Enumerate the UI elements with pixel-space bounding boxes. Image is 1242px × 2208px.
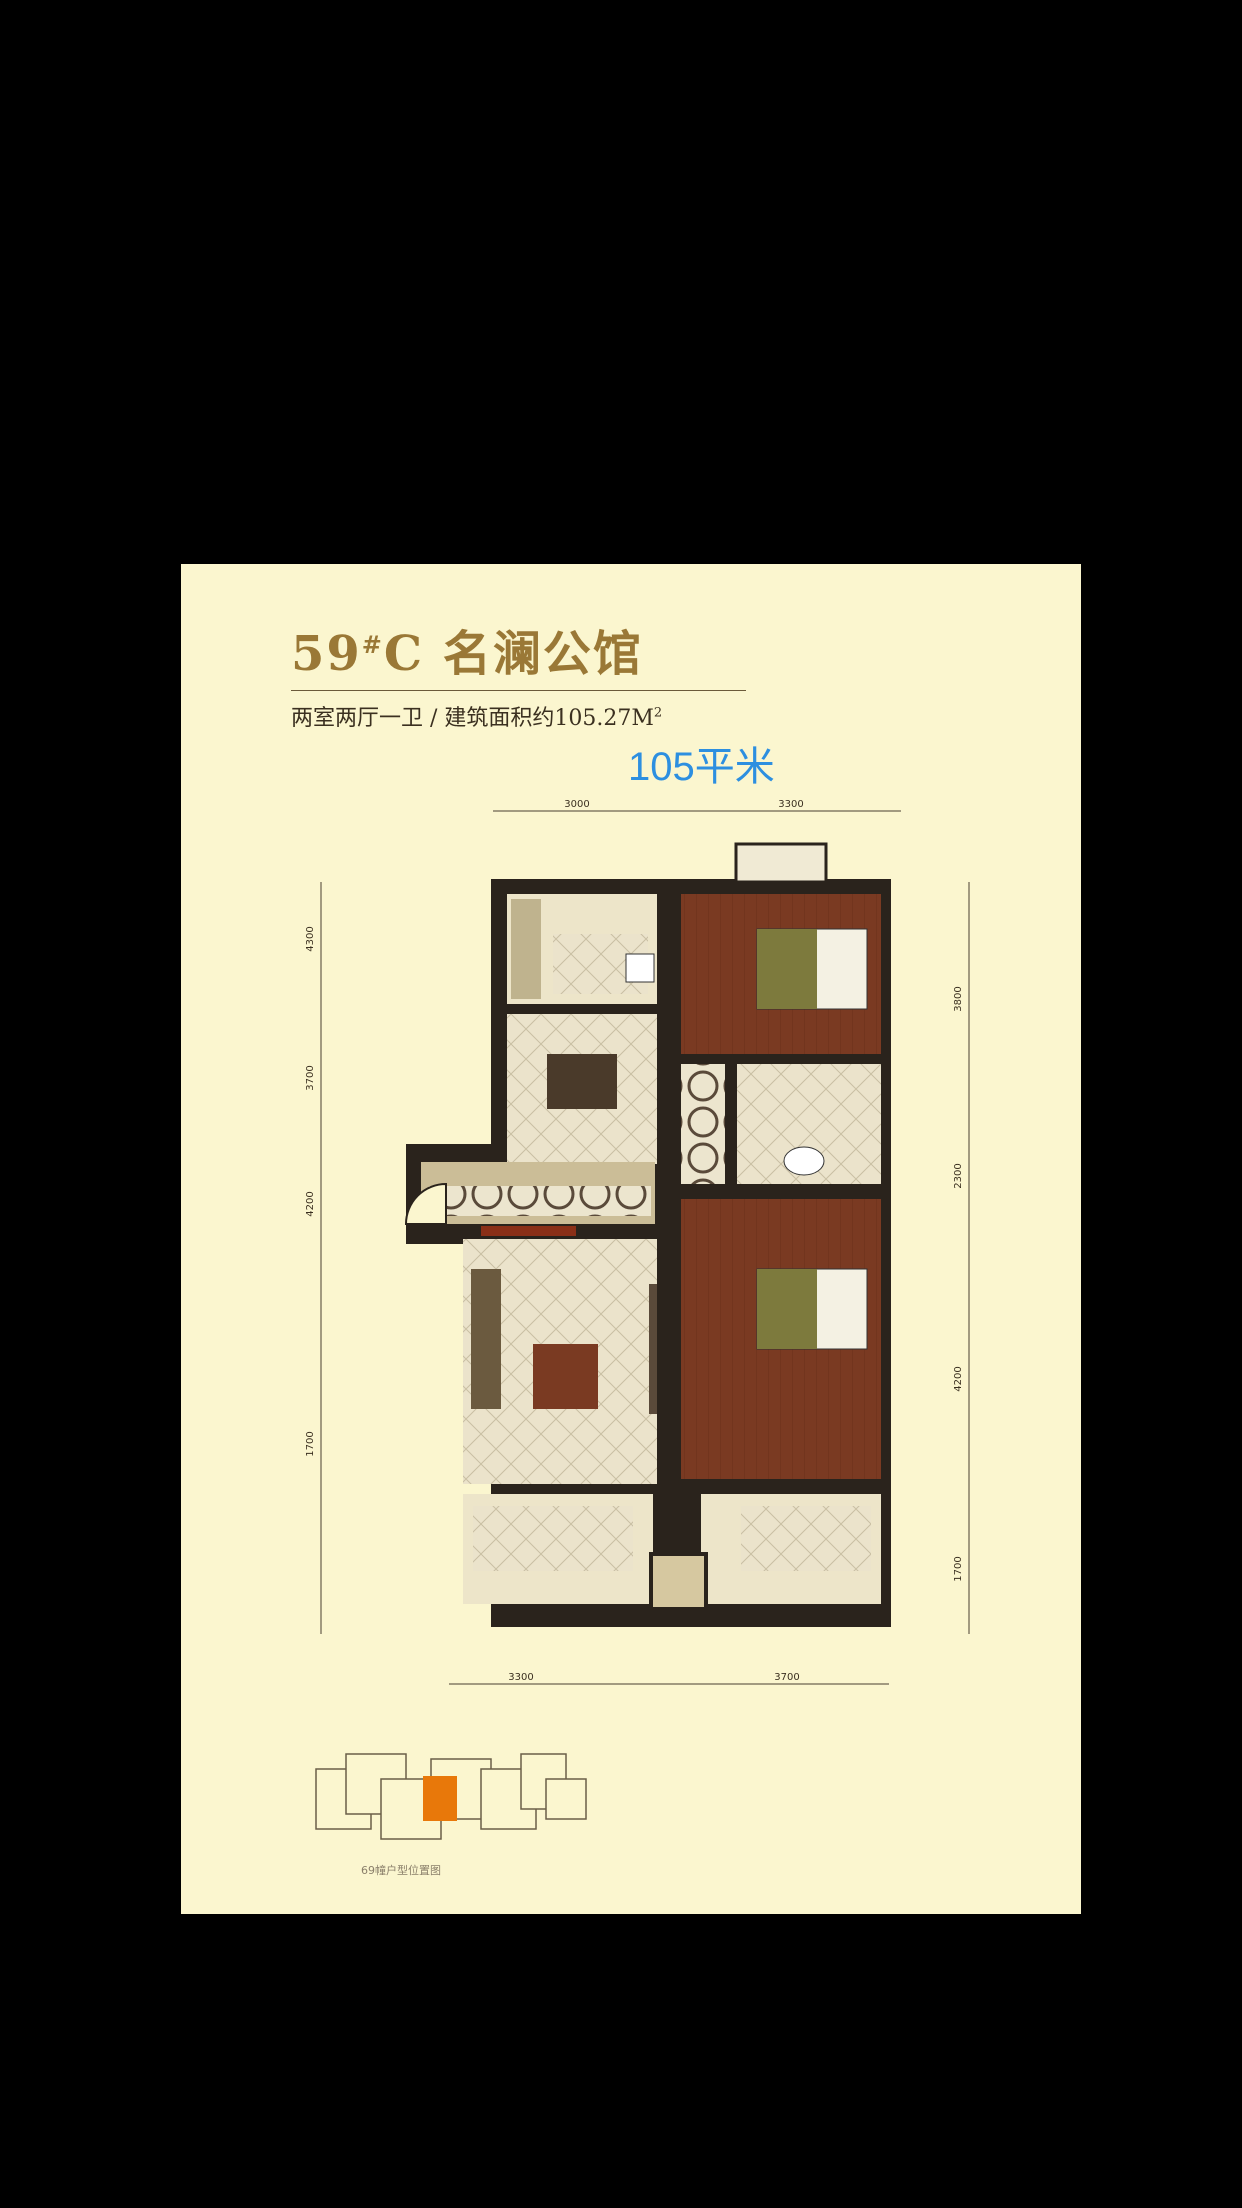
- dim-left-1: 4300: [305, 926, 316, 951]
- dim-left-4: 1700: [305, 1431, 316, 1456]
- fridge: [625, 953, 655, 983]
- living-window-bar: [481, 1226, 576, 1236]
- dimension-lines: [320, 810, 970, 1685]
- toilet: [783, 1146, 825, 1176]
- kitchen-counter: [511, 899, 541, 999]
- dim-right-1: 3800: [953, 986, 964, 1011]
- tv-cabinet: [649, 1284, 657, 1414]
- dim-top-1: 3000: [564, 799, 589, 810]
- building-number: 59: [291, 626, 362, 682]
- plan-subtitle: 两室两厅一卫 / 建筑面积约105.27M2: [291, 705, 663, 731]
- dim-top-2: 3300: [778, 799, 803, 810]
- sofa: [471, 1269, 501, 1409]
- building-mark: #: [361, 630, 384, 659]
- dim-left-3: 4200: [305, 1191, 316, 1216]
- entry-door: [404, 1182, 447, 1225]
- plan-title: 59#C 名澜公馆: [291, 614, 643, 684]
- bed-north-cover: [757, 929, 817, 1009]
- corridor-runner: [429, 1186, 651, 1216]
- bay-window-north: [734, 842, 828, 884]
- dim-bottom-1: 3300: [508, 1672, 533, 1683]
- corridor-bath: [681, 1064, 725, 1184]
- dim-right-4: 1700: [953, 1556, 964, 1581]
- project-name: 名澜公馆: [442, 626, 643, 682]
- dim-right-2: 2300: [953, 1163, 964, 1188]
- floorplan-poster: 59#C 名澜公馆 两室两厅一卫 / 建筑面积约105.27M2 105平米: [181, 564, 1081, 1914]
- floorplan-drawing: 3000 3300 3300 3700 4300 3700 4200 1700 …: [305, 799, 970, 1840]
- dim-left-2: 3700: [305, 1065, 316, 1090]
- unit-letter: C: [383, 626, 425, 682]
- closet-center: [649, 1552, 708, 1611]
- area-handwritten-note: 105平米: [628, 745, 775, 789]
- coffee-table: [533, 1344, 598, 1409]
- dining-table: [547, 1054, 617, 1109]
- dim-right-3: 4200: [953, 1366, 964, 1391]
- balcony-east-tile: [741, 1506, 871, 1571]
- balcony-west-tile: [473, 1506, 633, 1571]
- bed-south-cover: [757, 1269, 817, 1349]
- dim-bottom-2: 3700: [774, 1672, 799, 1683]
- title-divider: [291, 690, 746, 691]
- minimap-caption: 69幢户型位置图: [361, 1864, 441, 1877]
- minimap-highlight: [423, 1776, 457, 1821]
